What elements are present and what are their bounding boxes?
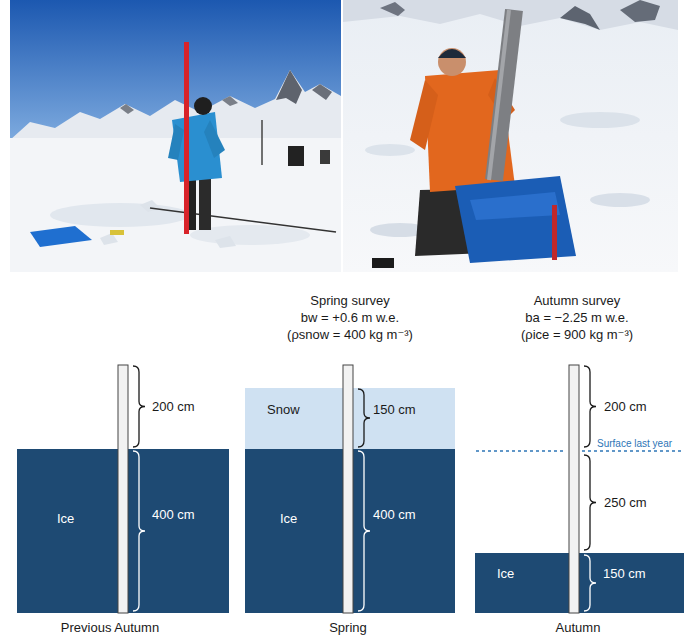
- dimension-brace: [584, 555, 596, 611]
- illustration-part: [199, 172, 211, 230]
- illustration-part: [380, 2, 405, 16]
- dimension-label: 400 cm: [152, 507, 195, 523]
- dimension-label: 250 cm: [604, 495, 647, 511]
- dimension-label: 400 cm: [373, 507, 416, 523]
- illustration-part: [438, 49, 466, 58]
- illustration-part: [455, 176, 576, 263]
- layer-name: Ice: [280, 511, 297, 527]
- dimension-brace: [133, 366, 596, 611]
- illustration-part: [410, 80, 438, 150]
- illustration-part: [261, 120, 263, 165]
- illustration-part: [343, 365, 353, 613]
- panel-caption: Spring: [329, 620, 367, 636]
- previous-surface-line: [476, 451, 683, 452]
- dimension-brace: [584, 455, 596, 550]
- illustration-part: [560, 112, 640, 128]
- illustration-part: [276, 70, 302, 104]
- illustration-part: [489, 10, 509, 180]
- dimension-label: 200 cm: [604, 399, 647, 415]
- field-photo-left: [10, 0, 341, 272]
- dimension-brace: [584, 366, 596, 447]
- surface-note: Surface last year: [597, 436, 672, 452]
- illustration-part: [110, 230, 124, 235]
- illustration-part: [552, 205, 557, 260]
- illustration-part: [204, 120, 225, 158]
- dimension-label: 150 cm: [373, 402, 416, 418]
- illustration-part: [215, 236, 236, 248]
- illustration-part: [476, 450, 566, 452]
- illustration-part: [320, 150, 330, 164]
- dimension-brace: [133, 366, 145, 447]
- illustration-part: [582, 450, 683, 452]
- density-value: (ρsnow = 400 kg m⁻³): [287, 327, 413, 343]
- dimension-brace: [133, 451, 145, 611]
- illustration-part: [343, 0, 678, 272]
- illustration-part: [150, 208, 336, 232]
- ablation-stake: [118, 365, 579, 613]
- panel-caption: Previous Autumn: [61, 620, 159, 636]
- illustration-part: [140, 200, 160, 212]
- balance-value: bw = +0.6 m w.e.: [301, 310, 399, 326]
- illustration-part: [50, 203, 190, 227]
- dimension-label: 200 cm: [152, 399, 195, 415]
- illustration-part: [120, 104, 134, 114]
- illustration-part: [288, 146, 304, 166]
- illustration-part: [222, 96, 238, 106]
- illustration-part: [590, 193, 650, 207]
- field-photo-right: [343, 0, 678, 272]
- dimension-brace: [358, 451, 370, 611]
- illustration-part: [184, 42, 189, 234]
- illustration-part: [470, 192, 560, 220]
- illustration-part: [118, 365, 128, 613]
- illustration-part: [194, 97, 212, 115]
- survey-heading: Spring survey: [310, 293, 389, 309]
- survey-heading: Autumn survey: [534, 293, 621, 309]
- layer-name: Ice: [57, 511, 74, 527]
- illustration-part: [365, 144, 415, 156]
- density-value: (ρice = 900 kg m⁻³): [521, 327, 633, 343]
- dimension-label: 150 cm: [603, 566, 646, 582]
- layer-name: Snow: [267, 402, 300, 418]
- illustration-part: [30, 226, 92, 247]
- illustration-part: [620, 0, 660, 22]
- layer-name: Ice: [497, 566, 514, 582]
- illustration-part: [168, 124, 184, 160]
- panel-caption: Autumn: [556, 620, 601, 636]
- illustration-part: [312, 84, 332, 100]
- illustration-part: [560, 6, 600, 30]
- illustration-part: [569, 365, 579, 613]
- balance-value: ba = −2.25 m w.e.: [525, 310, 628, 326]
- illustration-part: [438, 48, 466, 76]
- dimension-brace: [358, 389, 370, 447]
- illustration-part: [372, 258, 394, 268]
